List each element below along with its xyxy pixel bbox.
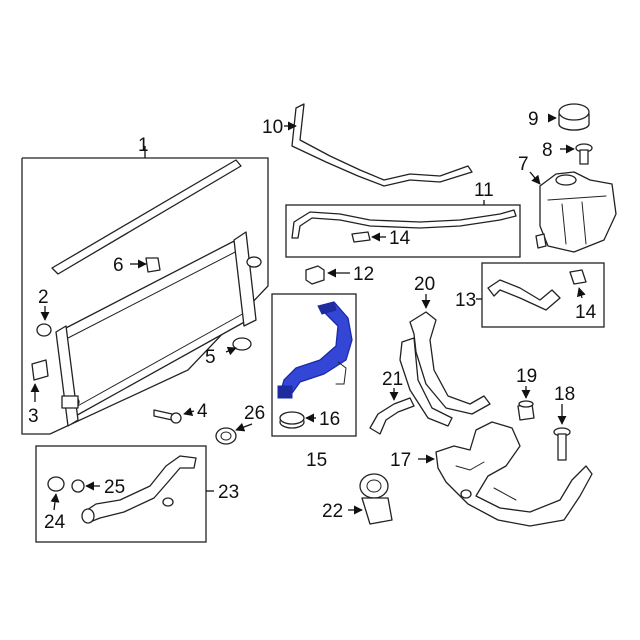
callout-10[interactable]: 10 (262, 117, 283, 138)
reservoir-bolt[interactable]: 8 (542, 140, 593, 165)
coolant-pump-22[interactable]: 22 (322, 473, 393, 525)
callout-17[interactable]: 17 (390, 450, 411, 471)
callout-5[interactable]: 5 (205, 347, 216, 368)
group-23-frame (35, 445, 207, 543)
callout-24[interactable]: 24 (44, 512, 66, 533)
radiator-bracket[interactable] (145, 257, 161, 273)
hose-10[interactable]: 10 (262, 103, 473, 187)
callout-25[interactable]: 25 (104, 477, 125, 498)
mounting-bolt-18[interactable]: 18 (553, 384, 575, 461)
hose-clamp-26[interactable]: 26 (215, 403, 265, 445)
group-13-frame (481, 262, 605, 328)
o-ring-25[interactable] (71, 479, 85, 493)
hose-group-23[interactable]: 23 25 24 (35, 445, 239, 543)
radiator-bolt[interactable] (153, 409, 173, 421)
fitting-19[interactable]: 19 (516, 366, 537, 421)
callout-14b[interactable]: 14 (575, 302, 597, 323)
group-11-frame (285, 204, 521, 258)
hose-clip-14b[interactable] (569, 269, 587, 285)
hose-group-13[interactable]: 13 14 (455, 262, 605, 328)
callout-11[interactable]: 11 (474, 180, 494, 201)
callout-3[interactable]: 3 (28, 406, 39, 427)
callout-6[interactable]: 6 (113, 255, 124, 276)
callout-19[interactable]: 19 (516, 366, 537, 387)
hose-20[interactable]: 20 (399, 274, 491, 427)
callout-9[interactable]: 9 (528, 109, 539, 130)
radiator-group[interactable]: 1 6 2 3 5 4 (21, 135, 269, 435)
group-15-frame (271, 293, 357, 437)
hose-clip-14a[interactable] (351, 231, 371, 243)
fitting-12[interactable]: 12 (305, 264, 374, 285)
callout-26[interactable]: 26 (244, 403, 265, 424)
callout-1[interactable]: 1 (138, 135, 149, 156)
hose-assembly-17[interactable]: 17 (390, 421, 593, 527)
callout-2[interactable]: 2 (38, 287, 49, 308)
callout-22[interactable]: 22 (322, 501, 343, 522)
callout-12[interactable]: 12 (353, 264, 374, 285)
callout-15[interactable]: 15 (306, 450, 327, 471)
callout-20[interactable]: 20 (414, 274, 435, 295)
callout-4[interactable]: 4 (197, 401, 208, 422)
callout-13[interactable]: 13 (455, 290, 476, 311)
radiator-frame (21, 157, 269, 435)
reservoir-cap[interactable]: 9 (528, 103, 590, 131)
drain-plug[interactable] (232, 337, 252, 351)
hose-group-11[interactable]: 11 14 (285, 180, 521, 258)
radiator-isolator[interactable] (36, 323, 52, 337)
radiator-seal-strip[interactable] (51, 159, 242, 275)
callout-18[interactable]: 18 (554, 384, 575, 405)
upper-radiator-hose[interactable] (277, 301, 353, 399)
callout-14a[interactable]: 14 (389, 228, 411, 249)
callout-7[interactable]: 7 (518, 154, 529, 175)
radiator-mount-bracket[interactable] (31, 359, 49, 381)
o-ring-24[interactable] (47, 476, 65, 492)
hose-21[interactable]: 21 (369, 369, 415, 435)
radiator[interactable] (55, 231, 262, 427)
callout-8[interactable]: 8 (542, 140, 553, 161)
callout-16[interactable]: 16 (319, 409, 340, 430)
callout-23[interactable]: 23 (218, 482, 239, 503)
coolant-reservoir[interactable]: 7 (518, 154, 617, 253)
callout-21[interactable]: 21 (382, 369, 403, 390)
hose-group-15[interactable]: 15 16 (271, 293, 357, 471)
